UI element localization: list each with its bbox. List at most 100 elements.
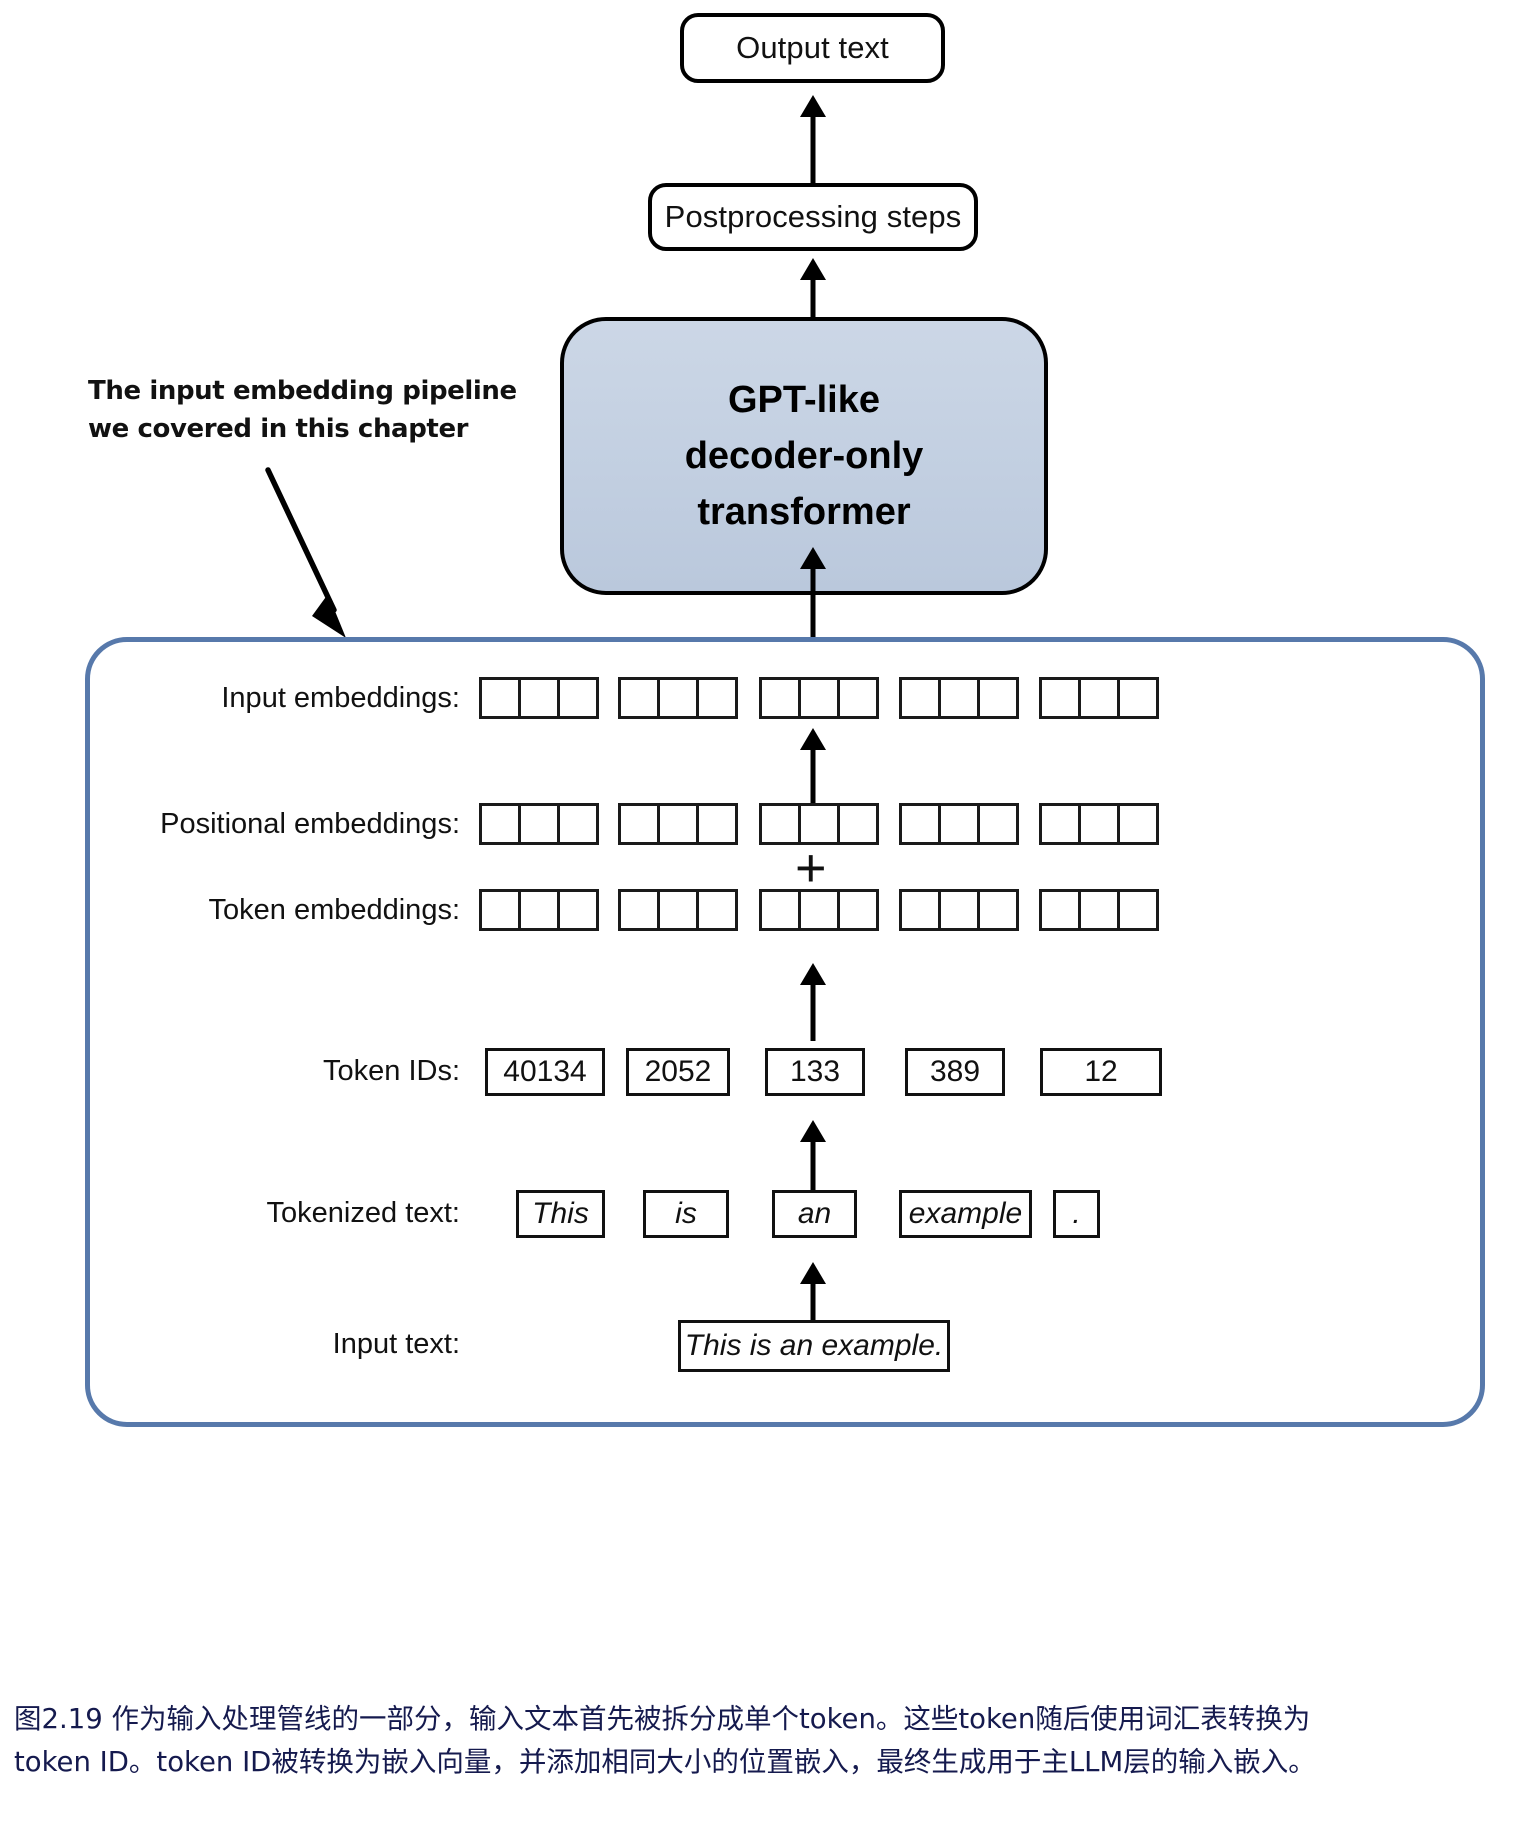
embedding-cell	[557, 889, 599, 931]
arrow-embeddings-to-model	[798, 547, 828, 677]
row-label-input-embeddings: Input embeddings:	[221, 682, 460, 714]
row-label-tokenized-text: Tokenized text:	[266, 1197, 460, 1229]
embedding-cell	[696, 803, 738, 845]
row-label-positional-embeddings: Positional embeddings:	[160, 808, 460, 840]
embedding-cell	[618, 803, 660, 845]
gpt-line-2: decoder-only	[684, 434, 924, 477]
plus-operator-icon: +	[795, 838, 827, 898]
row-label-input-text: Input text:	[332, 1328, 460, 1360]
embedding-cell	[479, 803, 521, 845]
positional-embeddings-group-4	[899, 803, 1019, 845]
embedding-cell	[518, 803, 560, 845]
token-box-4: example	[899, 1190, 1032, 1238]
embedding-cell	[899, 803, 941, 845]
input-text-box: This is an example.	[678, 1320, 950, 1372]
positional-embeddings-group-1	[479, 803, 599, 845]
input-embedding-pipeline-container	[85, 637, 1485, 1427]
embedding-cell	[696, 677, 738, 719]
token-embeddings-group-1	[479, 889, 599, 931]
arrow-shaft	[810, 113, 816, 183]
embedding-cell	[977, 803, 1019, 845]
embedding-cell	[1078, 803, 1120, 845]
arrow-shaft	[810, 1280, 816, 1340]
token-id-box-1: 40134	[485, 1048, 605, 1096]
gpt-decoder-text: GPT-like decoder-only transformer	[685, 372, 924, 541]
token-embeddings-group-4	[899, 889, 1019, 931]
postprocessing-label: Postprocessing steps	[664, 199, 962, 234]
positional-embeddings-group-3	[759, 803, 879, 845]
embedding-cell	[1039, 677, 1081, 719]
embedding-cell	[1117, 889, 1159, 931]
embedding-cell	[977, 889, 1019, 931]
token-id-box-2: 2052	[626, 1048, 730, 1096]
token-id-box-3: 133	[765, 1048, 865, 1096]
embedding-cell	[657, 889, 699, 931]
arrow-head-icon	[800, 1262, 826, 1284]
embedding-cell	[696, 889, 738, 931]
row-label-token-embeddings: Token embeddings:	[208, 894, 461, 926]
arrow-head-icon	[800, 963, 826, 985]
embedding-cell	[557, 677, 599, 719]
embedding-cell	[798, 677, 840, 719]
token-id-box-4: 389	[905, 1048, 1005, 1096]
embedding-cell	[479, 677, 521, 719]
embedding-cell	[618, 889, 660, 931]
arrow-head-icon	[800, 258, 826, 280]
caption-line-2: token ID。token ID被转换为嵌入向量，并添加相同大小的位置嵌入，最…	[14, 1745, 1316, 1778]
arrow-head-icon	[800, 547, 826, 569]
arrow-shaft	[810, 981, 816, 1041]
embedding-cell	[759, 889, 801, 931]
token-embeddings-group-2	[618, 889, 738, 931]
embedding-cell	[977, 677, 1019, 719]
embedding-cell	[557, 803, 599, 845]
output-text-label: Output text	[736, 30, 889, 65]
input-embeddings-group-5	[1039, 677, 1159, 719]
arrow-head-icon	[800, 95, 826, 117]
row-label-token-ids: Token IDs:	[323, 1055, 460, 1087]
embedding-cell	[1078, 889, 1120, 931]
embedding-cell	[1117, 803, 1159, 845]
output-text-box: Output text	[680, 13, 945, 83]
arrow-postprocessing-to-output	[798, 95, 828, 183]
arrow-shaft	[810, 746, 816, 812]
token-embeddings-group-5	[1039, 889, 1159, 931]
caption-line-1: 图2.19 作为输入处理管线的一部分，输入文本首先被拆分成单个token。这些t…	[14, 1703, 1311, 1735]
embedding-cell	[1039, 803, 1081, 845]
annotation-line-1: The input embedding pipeline	[88, 376, 517, 406]
embedding-cell	[938, 803, 980, 845]
arrow-token-ids-to-token-embeddings	[798, 963, 828, 1041]
token-box-5: .	[1053, 1190, 1100, 1238]
embedding-cell	[518, 677, 560, 719]
arrow-head-icon	[800, 1120, 826, 1142]
embedding-cell	[899, 677, 941, 719]
embedding-cell	[798, 889, 840, 931]
annotation-pointer-arrow	[265, 467, 346, 638]
embedding-cell	[759, 677, 801, 719]
input-embeddings-group-2	[618, 677, 738, 719]
embedding-cell	[837, 803, 879, 845]
embedding-cell	[938, 677, 980, 719]
embedding-cell	[518, 889, 560, 931]
embedding-cell	[899, 889, 941, 931]
arrow-shaft	[810, 565, 816, 677]
gpt-line-1: GPT-like	[727, 378, 881, 421]
arrow-shaft	[810, 1138, 816, 1196]
arrow-head-icon	[800, 728, 826, 750]
pipeline-annotation: The input embedding pipeline we covered …	[88, 373, 517, 448]
token-box-1: This	[516, 1190, 605, 1238]
embedding-cell	[837, 889, 879, 931]
embedding-cell	[657, 803, 699, 845]
embedding-cell	[479, 889, 521, 931]
positional-embeddings-group-5	[1039, 803, 1159, 845]
token-box-2: is	[643, 1190, 729, 1238]
positional-embeddings-group-2	[618, 803, 738, 845]
arrow-tokens-to-token-ids	[798, 1120, 828, 1196]
embedding-cell	[618, 677, 660, 719]
token-id-box-5: 12	[1040, 1048, 1162, 1096]
embedding-cell	[837, 677, 879, 719]
embedding-cell	[1039, 889, 1081, 931]
gpt-line-3: transformer	[697, 491, 911, 534]
annotation-line-2: we covered in this chapter	[88, 413, 469, 444]
token-box-3: an	[772, 1190, 857, 1238]
input-embeddings-group-1	[479, 677, 599, 719]
